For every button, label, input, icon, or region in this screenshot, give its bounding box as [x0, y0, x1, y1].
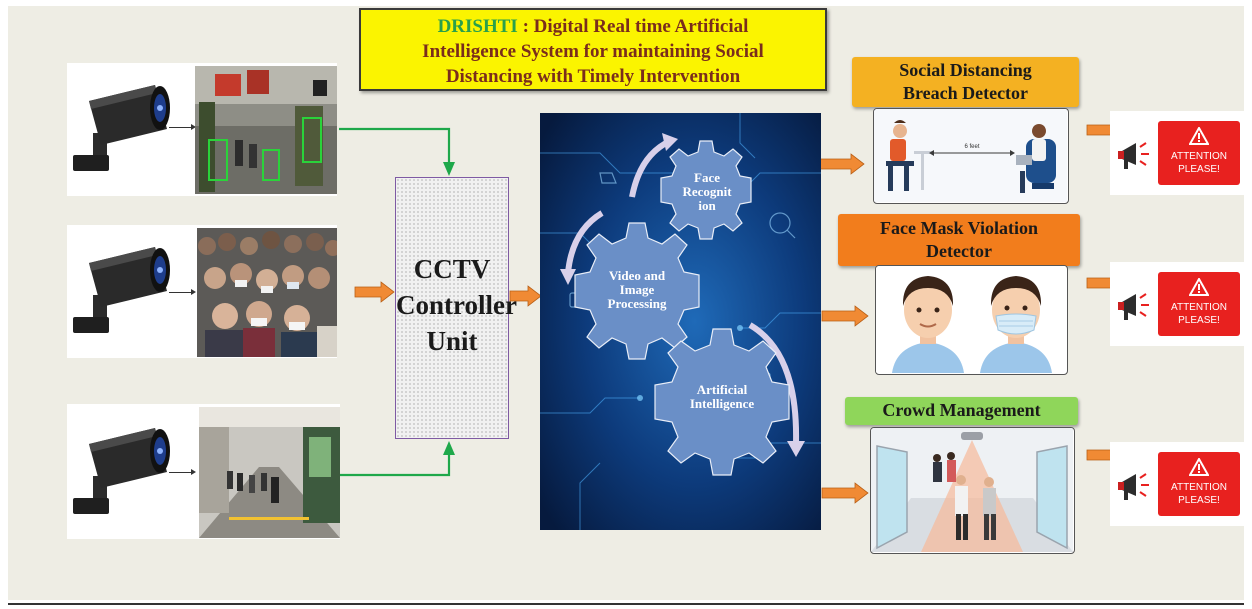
social-distancing-header-line-2: Breach Detector [902, 83, 1029, 103]
social-distancing-panel: 6 feet [873, 108, 1069, 204]
alert-text-line-1: ATTENTION [1171, 482, 1227, 493]
train-station-photo [199, 407, 340, 538]
street-traffic-photo [195, 66, 337, 194]
camera-feed-arrowhead-3 [191, 469, 196, 475]
video-image-processing-gear [574, 222, 700, 360]
title-line-2: Intelligence System for maintaining Soci… [422, 41, 764, 62]
crowd-management-panel [870, 427, 1075, 554]
gear-flow-arrows [560, 133, 805, 457]
alert-card-3: ATTENTION PLEASE! [1110, 442, 1246, 526]
attention-sign: ATTENTION PLEASE! [1158, 452, 1240, 516]
attention-sign: ATTENTION PLEASE! [1158, 121, 1240, 185]
megaphone-icon [1118, 142, 1149, 169]
video-processing-label-line-3: Processing [607, 296, 667, 311]
camera-feed-arrowhead-1 [191, 124, 196, 130]
social-distancing-header: Social Distancing Breach Detector [852, 57, 1079, 107]
camera-feed-arrowhead-2 [191, 289, 196, 295]
controller-label-line-3: Unit [426, 326, 478, 356]
ai-label-line-2: Intelligence [689, 396, 755, 411]
camera-feed-arrow-3 [169, 472, 193, 473]
face-recognition-label-line-1: Face [694, 170, 720, 185]
cctv-camera-icon [73, 428, 170, 514]
warning-triangle-icon [1189, 278, 1209, 296]
ai-processing-panel: Face Recognit ion Video and Image Proces… [540, 113, 821, 530]
face-recognition-label: Face Recognit ion [662, 171, 752, 213]
camera-panel-2 [67, 225, 337, 358]
video-image-processing-label: Video and Image Processing [587, 269, 687, 311]
face-mask-panel [875, 265, 1068, 375]
alert-text-line-2: PLEASE! [1178, 495, 1220, 506]
ai-label-line-1: Artificial [696, 382, 748, 397]
title-line-1-rest: : Digital Real time Artificial [517, 16, 749, 37]
face-mask-header-line-2: Detector [926, 241, 992, 261]
alert-card-1: ATTENTION PLEASE! [1110, 111, 1246, 195]
distance-label: 6 feet [964, 144, 979, 150]
alert-text-line-1: ATTENTION [1171, 302, 1227, 313]
video-processing-label-line-2: Image [619, 282, 655, 297]
social-distancing-scene: 6 feet [874, 109, 1067, 202]
controller-label-line-1: CCTV [413, 254, 491, 284]
bottom-rule [8, 603, 1244, 605]
artificial-intelligence-label: Artificial Intelligence [672, 383, 772, 411]
video-processing-label-line-1: Video and [608, 268, 666, 283]
face-mask-header-line-1: Face Mask Violation [880, 218, 1038, 238]
title-box: DRISHTI : Digital Real time Artificial I… [359, 8, 827, 91]
warning-triangle-icon [1189, 458, 1209, 476]
crowd-management-header-line-1: Crowd Management [882, 400, 1041, 420]
face-mask-header: Face Mask Violation Detector [838, 214, 1080, 266]
attention-sign: ATTENTION PLEASE! [1158, 272, 1240, 336]
controller-label-line-2: Controller [396, 290, 517, 320]
social-distancing-header-line-1: Social Distancing [899, 60, 1032, 80]
camera-panel-1 [67, 63, 337, 196]
title-line-3: Distancing with Timely Intervention [445, 66, 741, 87]
crowd-management-header: Crowd Management [845, 397, 1078, 425]
title-line-1: DRISHTI : Digital Real time Artificial [361, 14, 825, 39]
cctv-controller-unit: CCTV Controller Unit [395, 177, 517, 439]
alert-text-line-2: PLEASE! [1178, 164, 1220, 175]
face-mask-scene [876, 266, 1066, 373]
camera-panel-3 [67, 404, 340, 539]
cctv-camera-icon [73, 247, 170, 333]
alert-card-2: ATTENTION PLEASE! [1110, 262, 1246, 346]
face-recognition-gear [660, 140, 752, 240]
alert-text-line-1: ATTENTION [1171, 151, 1227, 162]
crowd-management-scene [871, 428, 1073, 552]
cctv-camera-icon [73, 85, 170, 171]
title-brand: DRISHTI [437, 16, 518, 37]
crowd-photo [197, 228, 337, 357]
face-recognition-label-line-2: Recognit [682, 184, 732, 199]
face-recognition-label-line-3: ion [698, 198, 716, 213]
artificial-intelligence-gear [654, 328, 790, 476]
camera-feed-arrow-2 [169, 292, 193, 293]
camera-feed-arrow-1 [169, 127, 193, 128]
alert-text-line-2: PLEASE! [1178, 315, 1220, 326]
megaphone-icon [1118, 293, 1149, 320]
warning-triangle-icon [1189, 127, 1209, 145]
megaphone-icon [1118, 473, 1149, 500]
